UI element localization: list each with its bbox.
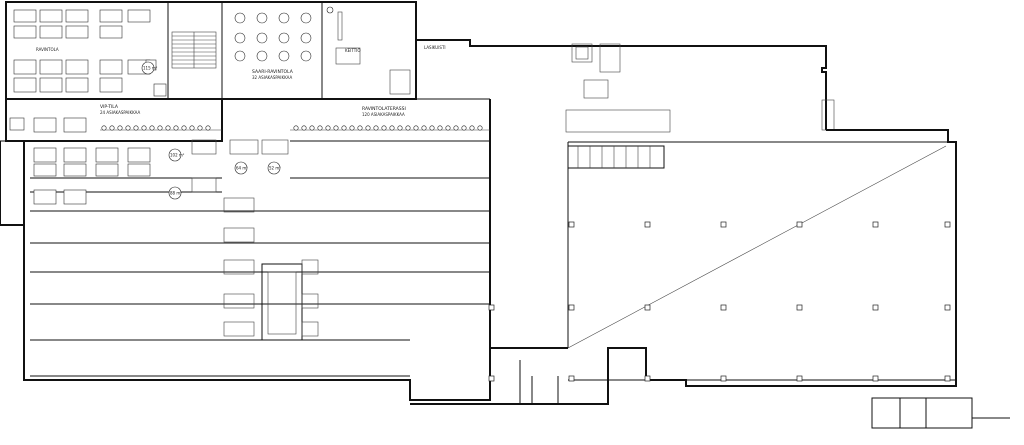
- columns: [488, 221, 951, 382]
- tables-vip: [33, 147, 151, 205]
- room-labels: RAVINTOLA SAARI-RAVINTOLA 32 ASIAKASPAIK…: [36, 45, 446, 117]
- label-kitchen: KEITTIÖ: [345, 48, 360, 53]
- north-building: [5, 1, 417, 100]
- label-restaurant-terrace-sub: 120 ASIAKASPAIKKAA: [362, 112, 405, 117]
- terrace-railing: [100, 125, 490, 131]
- stair-east: [565, 109, 671, 169]
- parking-deck-left: [23, 99, 568, 401]
- ramps: [191, 139, 319, 337]
- kitchen-fixtures: [326, 6, 411, 95]
- area-tag: 115 m²: [143, 66, 158, 71]
- area-tags: 115 m² 102 m² 88 m² 64 m² 52 m²: [141, 61, 281, 200]
- label-east-hall: LASIKUISTI: [424, 45, 446, 50]
- stair-north: [171, 31, 217, 69]
- area-tag: 52 m²: [269, 166, 281, 171]
- area-tag: 88 m²: [170, 191, 182, 196]
- area-tag: 64 m²: [236, 166, 248, 171]
- label-vip-room: VIP-TILA: [100, 104, 119, 110]
- round-tables: [234, 12, 312, 62]
- label-restaurant-north: SAARI-RAVINTOLA: [252, 69, 294, 75]
- east-wing: [416, 39, 835, 131]
- label-vip-room-sub: 24 ASIAKASPAIKKAA: [100, 110, 140, 115]
- label-restaurant-terrace: RAVINTOLATERASSI: [362, 106, 406, 112]
- area-tag: 102 m²: [170, 153, 185, 158]
- label-top-left-hall: RAVINTOLA: [36, 47, 59, 52]
- entrance-annex: [519, 360, 1010, 429]
- tables-north-hall: [13, 9, 151, 93]
- label-restaurant-north-sub: 32 ASIAKASPAIKKAA: [252, 75, 292, 80]
- east-hall-outline: [410, 109, 957, 405]
